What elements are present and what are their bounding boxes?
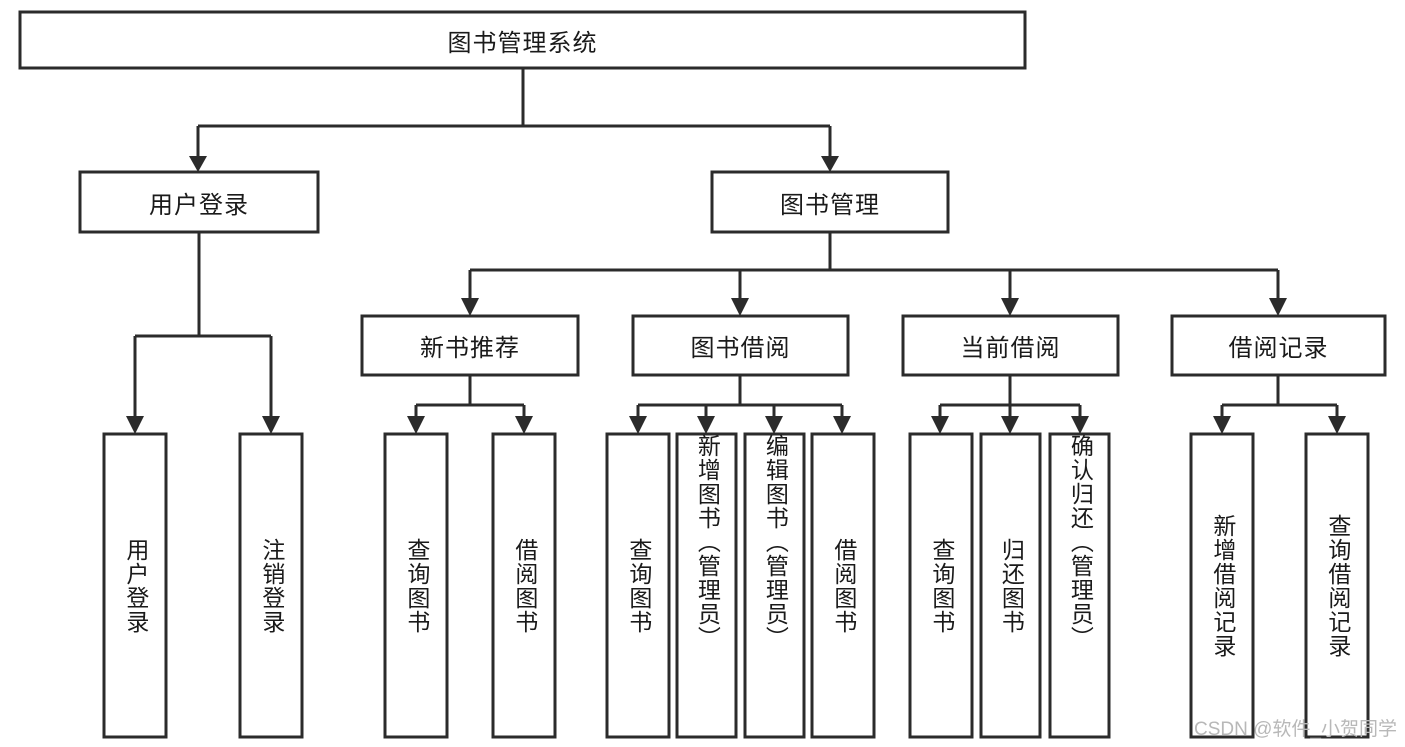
- arrow-borrow-record-leaf-2: [1328, 416, 1346, 434]
- arrow-book-borrow-leaf-4: [833, 416, 851, 434]
- connector-book-manage-to-level3: [468, 232, 1280, 300]
- arrow-user-login-leaf-2: [262, 416, 280, 434]
- arrow-to-book-borrow: [731, 298, 749, 316]
- arrow-to-new-book-recommend: [461, 298, 479, 316]
- leaf-current-borrow-1-box[interactable]: [908, 432, 974, 739]
- leaf-book-borrow-2-box[interactable]: [675, 432, 738, 739]
- node-book-borrow-box[interactable]: [631, 314, 850, 377]
- arrow-root-to-user-login: [189, 156, 207, 172]
- node-book-manage-box[interactable]: [710, 170, 950, 234]
- leaf-book-borrow-4-box[interactable]: [810, 432, 876, 739]
- csdn-watermark: CSDN @软件_小贺同学: [1194, 719, 1397, 740]
- leaf-user-login-2-box[interactable]: [238, 432, 304, 739]
- leaf-new-book-2-box[interactable]: [491, 432, 557, 739]
- connector-new-book-recommend-to-leaves: [414, 375, 526, 418]
- arrow-book-borrow-leaf-3: [765, 416, 783, 434]
- leaf-current-borrow-2-box[interactable]: [979, 432, 1042, 739]
- leaf-user-login-1-box[interactable]: [102, 432, 168, 739]
- connector-book-borrow-to-leaves: [636, 375, 844, 418]
- connector-root-to-level2: [196, 68, 832, 158]
- arrow-to-current-borrow: [1001, 298, 1019, 316]
- arrow-current-borrow-leaf-1: [931, 416, 949, 434]
- arrow-current-borrow-leaf-2: [1001, 416, 1019, 434]
- node-root-box[interactable]: [18, 10, 1027, 70]
- connector-borrow-record-to-leaves: [1220, 375, 1339, 418]
- leaf-book-borrow-3-box[interactable]: [743, 432, 806, 739]
- connector-current-borrow-to-leaves: [938, 375, 1082, 418]
- leaf-borrow-record-1-box[interactable]: [1189, 432, 1255, 739]
- arrow-book-borrow-leaf-2: [697, 416, 715, 434]
- arrow-book-borrow-leaf-1: [629, 416, 647, 434]
- node-borrow-record-box[interactable]: [1170, 314, 1387, 377]
- node-current-borrow-box[interactable]: [901, 314, 1120, 377]
- arrow-current-borrow-leaf-3: [1071, 416, 1089, 434]
- leaf-borrow-record-2-box[interactable]: [1304, 432, 1370, 739]
- leaf-new-book-1-box[interactable]: [383, 432, 449, 739]
- leaf-current-borrow-3-box[interactable]: [1048, 432, 1111, 739]
- arrow-new-book-leaf-2: [515, 416, 533, 434]
- node-user-login-box[interactable]: [78, 170, 320, 234]
- arrow-to-borrow-record: [1269, 298, 1287, 316]
- arrow-user-login-leaf-1: [126, 416, 144, 434]
- arrow-new-book-leaf-1: [407, 416, 425, 434]
- arrow-root-to-book-manage: [821, 156, 839, 172]
- leaf-book-borrow-1-box[interactable]: [605, 432, 671, 739]
- node-new-book-recommend-box[interactable]: [360, 314, 580, 377]
- connector-user-login-to-leaves: [133, 232, 273, 418]
- arrow-borrow-record-leaf-1: [1213, 416, 1231, 434]
